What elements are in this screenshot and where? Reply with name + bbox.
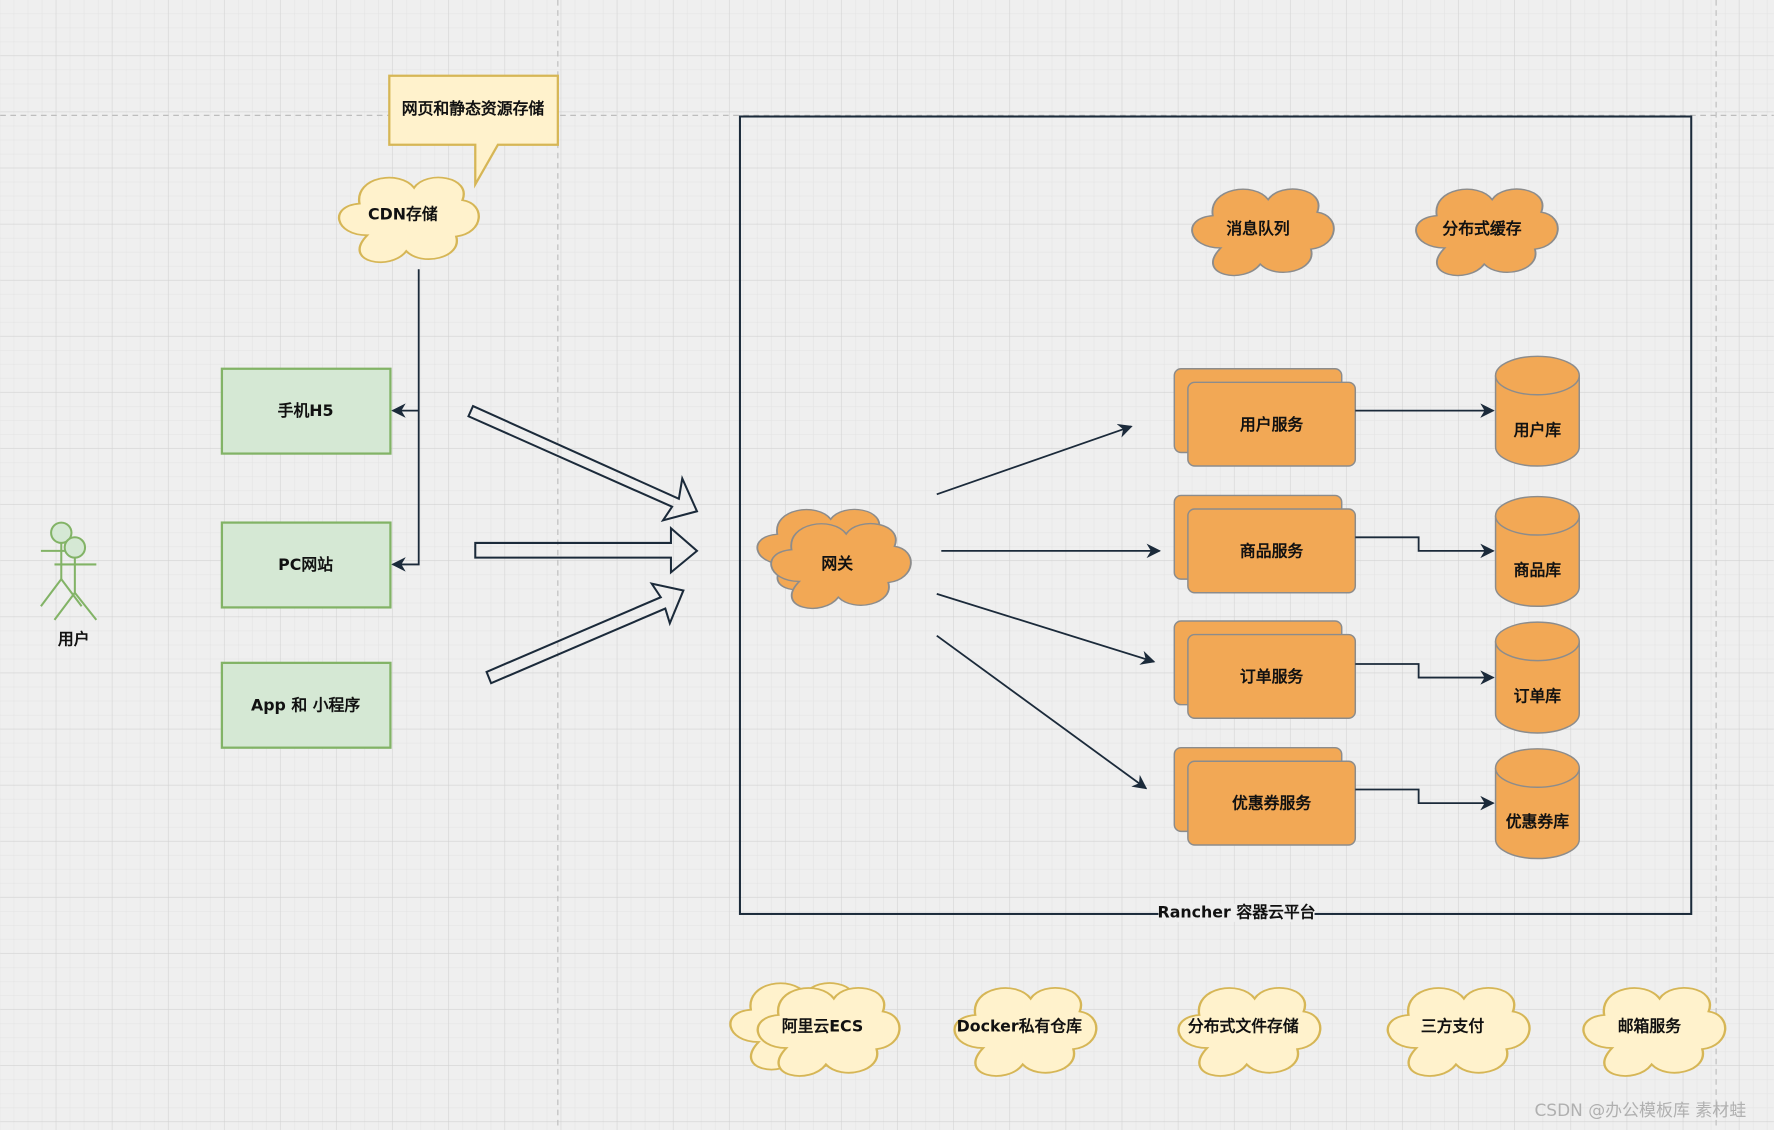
gateway-to-user-service[interactable] — [936, 423, 1133, 496]
distributed-file-storage-cloud[interactable]: 分布式文件存储 — [1177, 986, 1322, 1078]
service-label: 优惠券服务 — [1232, 794, 1311, 813]
user-label: 用户 — [58, 630, 90, 649]
user-db-cylinder[interactable]: 用户库 — [1494, 355, 1580, 467]
client-label: 手机H5 — [278, 401, 334, 420]
callout-label: 网页和静态资源存储 — [402, 99, 545, 118]
gateway-label: 网关 — [821, 554, 853, 573]
db-label: 商品库 — [1514, 561, 1562, 580]
user-actor-icon[interactable] — [40, 521, 98, 621]
third-party-payment-cloud[interactable]: 三方支付 — [1386, 986, 1531, 1078]
service-db-connector[interactable] — [1355, 663, 1495, 685]
middleware-label: 分布式缓存 — [1442, 219, 1521, 238]
service-label: 商品服务 — [1240, 541, 1303, 560]
infra-label: 三方支付 — [1421, 1017, 1484, 1036]
service-label: 订单服务 — [1240, 667, 1303, 686]
client-h5[interactable]: 手机H5 — [220, 367, 392, 455]
order-db-cylinder[interactable]: 订单库 — [1494, 621, 1580, 734]
gateway-cloud[interactable]: 网关 — [756, 508, 912, 610]
flow-arrow-icon — [474, 526, 699, 575]
flow-arrow-icon — [467, 404, 699, 522]
distributed-cache-cloud[interactable]: 分布式缓存 — [1415, 188, 1559, 277]
gateway-to-order-service[interactable] — [936, 592, 1156, 665]
infra-label: 阿里云ECS — [782, 1017, 864, 1036]
flow-arrow-icon — [485, 582, 685, 685]
coupon-db-cylinder[interactable]: 优惠券库 — [1494, 748, 1580, 860]
client-app[interactable]: App 和 小程序 — [220, 661, 392, 749]
client-pc[interactable]: PC网站 — [220, 521, 392, 609]
email-service-cloud[interactable]: 邮箱服务 — [1582, 986, 1727, 1078]
aliyun-ecs-cloud[interactable]: 阿里云ECS — [729, 981, 901, 1078]
service-label: 用户服务 — [1240, 415, 1303, 434]
callout-note[interactable]: 网页和静态资源存储 — [388, 74, 559, 189]
docker-registry-cloud[interactable]: Docker私有仓库 — [953, 986, 1098, 1078]
infra-label: 邮箱服务 — [1618, 1017, 1681, 1036]
cdn-cloud[interactable]: CDN存储 — [337, 176, 480, 264]
product-db-cylinder[interactable]: 商品库 — [1494, 495, 1580, 607]
platform-label: Rancher 容器云平台 — [1158, 902, 1316, 921]
db-label: 订单库 — [1514, 686, 1562, 705]
middleware-label: 消息队列 — [1226, 219, 1289, 238]
client-label: App 和 小程序 — [251, 695, 360, 714]
db-label: 用户库 — [1514, 420, 1562, 439]
cdn-to-pc-connector[interactable] — [391, 269, 420, 572]
service-db-connector[interactable] — [1355, 536, 1495, 559]
watermark: CSDN @办公模板库 素材蛙 — [1534, 1100, 1746, 1120]
cdn-label: CDN存储 — [368, 204, 438, 223]
message-queue-cloud[interactable]: 消息队列 — [1191, 188, 1335, 277]
client-label: PC网站 — [278, 555, 333, 574]
db-label: 优惠券库 — [1506, 812, 1569, 831]
user-service[interactable]: 用户服务 — [1173, 368, 1357, 467]
gateway-to-coupon-service[interactable] — [936, 634, 1148, 790]
product-service[interactable]: 商品服务 — [1173, 494, 1357, 594]
infra-label: 分布式文件存储 — [1188, 1017, 1299, 1036]
coupon-service[interactable]: 优惠券服务 — [1173, 746, 1357, 846]
service-db-connector[interactable] — [1355, 788, 1495, 811]
order-service[interactable]: 订单服务 — [1173, 620, 1357, 720]
infra-label: Docker私有仓库 — [957, 1017, 1083, 1036]
